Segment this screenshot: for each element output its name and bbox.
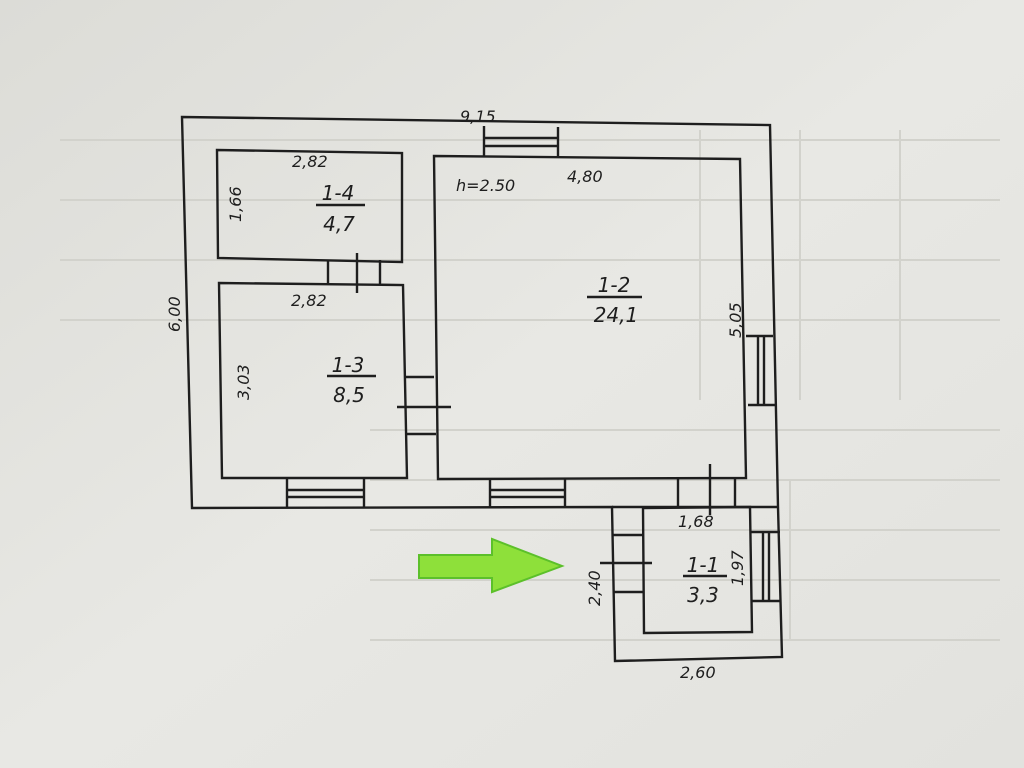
window-room-1-2-right — [746, 334, 775, 407]
room-1-2-area: 24,1 — [594, 303, 639, 327]
room-1-4 — [215, 148, 404, 264]
window-room-1-1 — [750, 530, 781, 603]
door-1-2-to-1-1 — [676, 464, 737, 515]
annex-width-label: 2,60 — [680, 663, 716, 682]
room-1-1 — [641, 505, 754, 635]
room-1-3-width: 2,82 — [291, 291, 327, 310]
room-1-4-depth: 1,66 — [226, 186, 245, 222]
green-arrow-icon — [418, 537, 565, 594]
room-1-3-id: 1-3 — [332, 353, 365, 377]
door-1-4-to-1-3 — [326, 253, 382, 293]
room-1-2-depth: 5,05 — [726, 302, 745, 338]
annex-depth-label: 2,40 — [585, 570, 604, 606]
room-1-3-depth: 3,03 — [234, 364, 253, 400]
room-1-2-id: 1-2 — [598, 273, 631, 297]
room-1-3-area: 8,5 — [333, 383, 365, 407]
room-1-4-width: 2,82 — [292, 152, 328, 171]
window-room-1-3 — [285, 478, 366, 507]
room-1-2 — [432, 154, 748, 481]
window-room-1-2-bottom — [488, 479, 567, 507]
room-1-3 — [217, 281, 409, 480]
overall-depth-label: 6,00 — [165, 296, 184, 332]
window-top — [482, 126, 560, 158]
ceiling-height-label: h=2.50 — [456, 176, 515, 195]
room-1-1-id: 1-1 — [687, 553, 720, 577]
overall-width-label: 9,15 — [460, 107, 496, 126]
room-1-4-id: 1-4 — [322, 181, 355, 205]
door-1-3-to-1-2 — [397, 375, 451, 436]
bleed-through-table — [60, 130, 1000, 641]
room-1-1-depth: 1,97 — [728, 550, 747, 586]
door-entrance — [600, 533, 652, 594]
room-1-2-width: 4,80 — [567, 167, 603, 186]
room-1-4-area: 4,7 — [323, 212, 355, 236]
room-1-1-width: 1,68 — [678, 512, 714, 531]
outer-wall — [180, 115, 784, 663]
room-1-1-area: 3,3 — [687, 583, 719, 607]
